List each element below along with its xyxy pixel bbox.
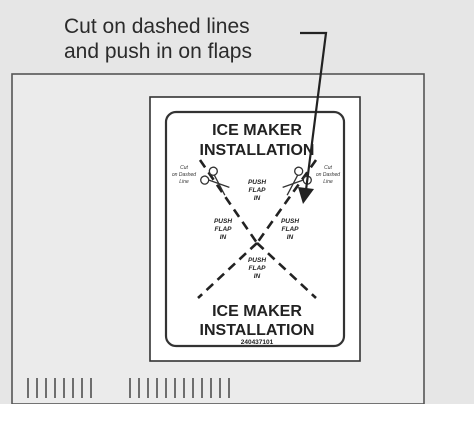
flap-left-2: FLAP (215, 226, 233, 233)
title-top-line1: ICE MAKER (212, 122, 302, 139)
title-top-line2: INSTALLATION (200, 142, 315, 159)
callout-line-1: Cut on dashed lines (64, 15, 250, 38)
callout-line-2: and push in on flaps (64, 40, 252, 63)
flap-right-1: PUSH (281, 218, 299, 225)
flap-bottom-1: PUSH (248, 257, 266, 264)
title-bottom-line1: ICE MAKER (212, 303, 302, 320)
cut-line-top-right (255, 159, 318, 244)
flap-right-3: IN (287, 234, 294, 241)
cut-line-bottom-left (197, 242, 258, 299)
flap-top-2: FLAP (249, 187, 267, 194)
vent-slots-left (27, 378, 92, 398)
flap-bottom-3: IN (254, 273, 261, 280)
cabinet-bottom-strip (0, 404, 474, 426)
callout-leader-line (300, 31, 328, 191)
arrow-head-icon (298, 187, 314, 204)
flap-top-3: IN (254, 195, 261, 202)
callout-text: Cut on dashed lines and push in on flaps (64, 14, 314, 64)
flap-left-1: PUSH (214, 218, 232, 225)
part-number: 240437101 (241, 339, 274, 346)
flap-bottom-2: FLAP (249, 265, 267, 272)
flap-top-1: PUSH (248, 179, 266, 186)
scissors-icon (200, 166, 230, 196)
cut-note-left-2: on Dashed (172, 172, 196, 178)
flap-left-3: IN (220, 234, 227, 241)
flap-right-2: FLAP (282, 226, 300, 233)
cut-note-right-2: on Dashed (316, 172, 340, 178)
scissors-icon (282, 166, 312, 196)
cut-note-left-3: Line (179, 179, 189, 185)
vent-slots-right (129, 378, 230, 398)
cut-line-bottom-right (256, 242, 317, 299)
cut-note-left-1: Cut (180, 165, 188, 171)
cut-note-right-1: Cut (324, 165, 332, 171)
cut-note-right-3: Line (323, 179, 333, 185)
title-bottom-line2: INSTALLATION (200, 322, 315, 339)
